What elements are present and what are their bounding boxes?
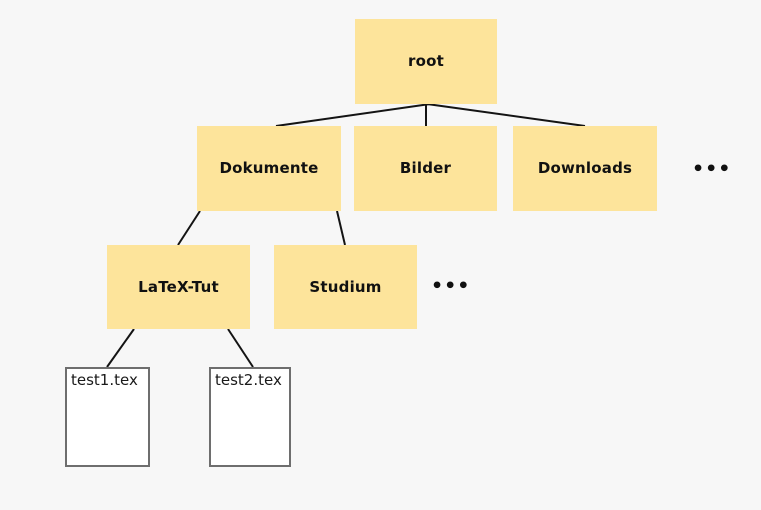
ellipsis-more-level2: ••• <box>692 158 732 180</box>
tree-edge-latextut-to-test1 <box>106 328 135 368</box>
node-label: root <box>408 52 444 71</box>
tree-edge-latextut-to-test2 <box>227 328 254 368</box>
file-node-test2[interactable]: test2.tex <box>209 367 291 467</box>
folder-node-latextut[interactable]: LaTeX-Tut <box>107 245 250 329</box>
node-label: Studium <box>309 277 382 296</box>
folder-node-root[interactable]: root <box>355 19 497 104</box>
folder-node-dokumente[interactable]: Dokumente <box>197 126 341 211</box>
folder-node-downloads[interactable]: Downloads <box>513 126 657 211</box>
node-label: Downloads <box>537 159 633 178</box>
node-label: LaTeX-Tut <box>138 277 219 296</box>
tree-edge-dokumente-to-latextut <box>177 210 201 246</box>
node-label: test2.tex <box>215 371 282 389</box>
ellipsis-more-level3: ••• <box>431 275 471 297</box>
node-label: Bilder <box>399 159 452 178</box>
file-node-test1[interactable]: test1.tex <box>65 367 150 467</box>
folder-node-bilder[interactable]: Bilder <box>354 126 497 211</box>
node-label: Dokumente <box>219 159 319 178</box>
tree-edge-root-to-dokumente <box>275 103 431 127</box>
node-label: test1.tex <box>71 371 138 389</box>
tree-edge-dokumente-to-studium <box>336 210 346 246</box>
folder-node-studium[interactable]: Studium <box>274 245 417 329</box>
tree-edge-root-to-downloads <box>426 103 586 127</box>
